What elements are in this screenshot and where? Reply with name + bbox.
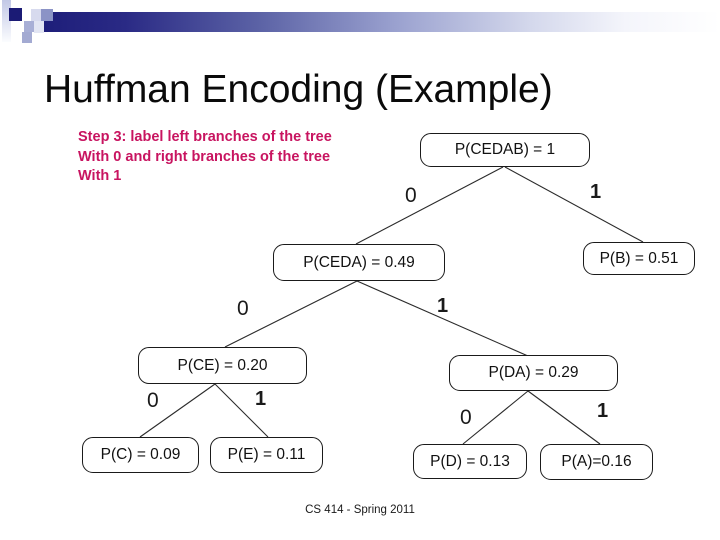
tree-node-c: P(C) = 0.09 bbox=[82, 437, 199, 473]
pixel-decoration-square bbox=[22, 32, 32, 43]
tree-node-ceda: P(CEDA) = 0.49 bbox=[273, 244, 445, 281]
step-note-line: With 1 bbox=[78, 168, 122, 184]
branch-label-root-right: 1 bbox=[590, 181, 602, 203]
branch-label-ce-right: 1 bbox=[255, 388, 267, 410]
tree-node-d: P(D) = 0.13 bbox=[413, 444, 527, 479]
tree-node-e: P(E) = 0.11 bbox=[210, 437, 323, 473]
branch-line-ceda-right bbox=[356, 280, 529, 357]
tree-node-ce: P(CE) = 0.20 bbox=[138, 347, 307, 384]
step-note-line: With 0 and right branches of the tree bbox=[78, 148, 331, 165]
branch-label-ceda-right: 1 bbox=[437, 295, 449, 317]
slide-footer: CS 414 - Spring 2011 bbox=[305, 504, 415, 516]
branch-label-ceda-left: 0 bbox=[237, 297, 249, 320]
pixel-decoration-square bbox=[34, 21, 44, 33]
pixel-decoration-square bbox=[24, 21, 34, 32]
pixel-decoration-square bbox=[9, 8, 22, 21]
slide-title: Huffman Encoding (Example) bbox=[44, 68, 553, 111]
branch-line-da-right bbox=[527, 390, 601, 445]
branch-line-ceda-left bbox=[224, 280, 358, 348]
branch-label-root-left: 0 bbox=[405, 184, 417, 207]
pixel-decoration-strip bbox=[2, 0, 11, 42]
pixel-decoration-square bbox=[31, 9, 41, 21]
step-note-line: Step 3: label left branches of the tree bbox=[78, 129, 332, 145]
tree-node-b: P(B) = 0.51 bbox=[583, 242, 695, 275]
branch-line-root-left bbox=[355, 166, 504, 245]
tree-node-da: P(DA) = 0.29 bbox=[449, 355, 618, 391]
tree-node-cedab: P(CEDAB) = 1 bbox=[420, 133, 590, 167]
branch-line-da-left bbox=[462, 390, 529, 445]
branch-line-ce-right bbox=[214, 383, 269, 438]
branch-label-ce-left: 0 bbox=[147, 389, 159, 412]
pixel-decoration-square bbox=[41, 9, 53, 21]
tree-node-a: P(A)=0.16 bbox=[540, 444, 653, 480]
branch-label-da-left: 0 bbox=[460, 406, 472, 429]
header-gradient-bar bbox=[44, 12, 720, 32]
branch-line-ce-left bbox=[139, 383, 216, 438]
branch-label-da-right: 1 bbox=[597, 400, 609, 422]
step-note: Step 3: label left branches of the tree … bbox=[78, 128, 332, 187]
branch-line-root-right bbox=[504, 166, 644, 243]
